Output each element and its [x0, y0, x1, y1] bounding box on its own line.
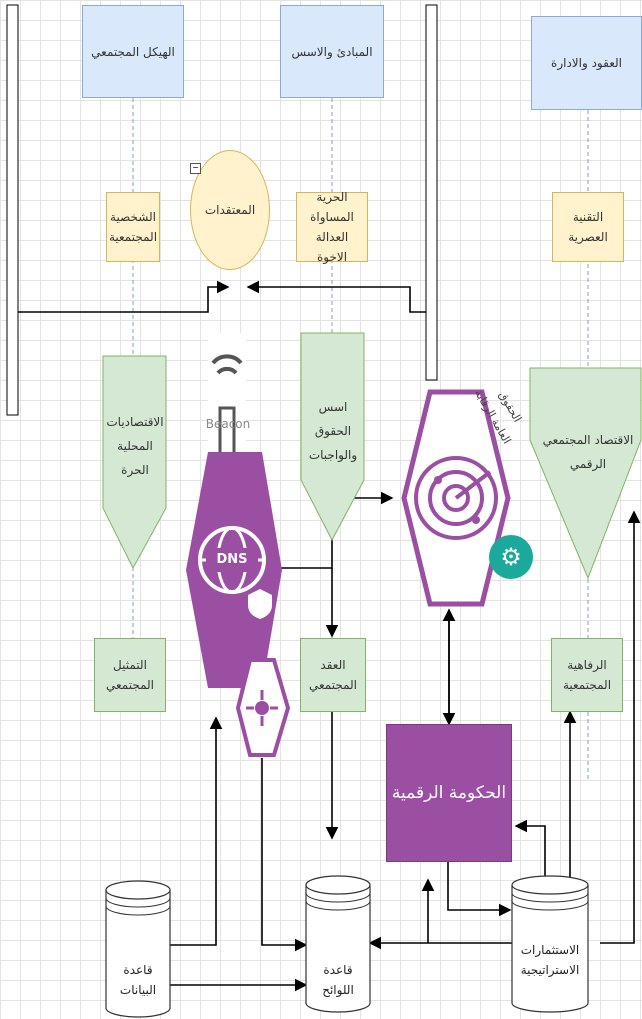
right-bar [425, 4, 438, 381]
green-box-representation[interactable]: التمثيل المجتمعي [94, 638, 166, 712]
triangle-local-economies-label: الاقتصاديات المحلية الحرة [106, 415, 164, 477]
green-box-contract[interactable]: العقد المجتمعي [300, 638, 366, 712]
header-principles[interactable]: المبادئ والاسس [280, 5, 384, 98]
beliefs-label: المعتقدات [204, 203, 256, 217]
yellow-box-freedom[interactable]: الحرية المساواة العدالة الاخوة [296, 190, 368, 264]
green-box-welfare[interactable]: الرفاهية المجتمعية [551, 638, 623, 712]
database-regulations-label: قاعدة اللوائح [322, 963, 354, 997]
collapse-toggle-icon[interactable]: − [190, 163, 201, 174]
database-body-investments[interactable] [511, 885, 589, 1013]
triangle-rights[interactable] [300, 332, 365, 542]
database-body-regulations[interactable] [305, 885, 371, 1013]
beacon-label: Beacon [205, 417, 251, 431]
database-data-label: قاعدة البيانات [119, 963, 157, 997]
left-bar [6, 4, 19, 416]
yellow-box-technology[interactable]: التقنية العصرية [552, 192, 624, 262]
yellow-box-personality[interactable]: الشخصية المجتمعية [106, 192, 160, 262]
database-investments-label: الاستثمارات الاستراتيجية [520, 943, 580, 977]
beacon-icon[interactable] [208, 333, 246, 465]
triangle-rights-label: اسس الحقوق والواجبات [308, 400, 358, 462]
header-social-structure[interactable]: الهيكل المجتمعي [82, 5, 184, 98]
database-body-data[interactable] [105, 890, 171, 1018]
triangle-digital-economy[interactable] [529, 367, 642, 580]
beliefs-ellipse[interactable]: المعتقدات [190, 150, 270, 270]
dns-label: DNS [216, 552, 248, 567]
gear-icon[interactable]: ⚙ [489, 535, 533, 579]
triangle-local-economies[interactable] [102, 355, 167, 570]
header-contracts[interactable]: العقود والادارة [531, 16, 642, 110]
triangle-digital-economy-label: الاقتصاد المجتمعي الرقمي [542, 433, 634, 471]
digital-government-box[interactable]: الحكومة الرقمية [386, 724, 512, 862]
